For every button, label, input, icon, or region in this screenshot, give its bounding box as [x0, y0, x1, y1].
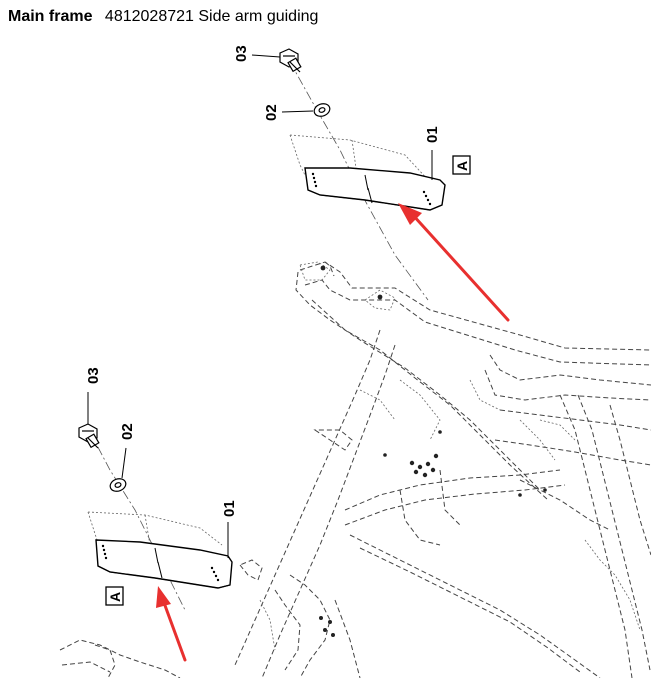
top-bolt-callout: 03: [233, 45, 250, 62]
top-plate-callout: 01: [424, 126, 441, 143]
bottom-red-arrow: [156, 586, 187, 662]
bottom-plate-callout: 01: [221, 500, 238, 517]
top-washer-callout: 02: [263, 104, 280, 121]
bottom-washer-callout: 02: [119, 423, 136, 440]
bottom-assembly: 03 02 01 A: [78, 367, 238, 611]
main-frame-outline: [59, 261, 651, 678]
bottom-bolt-callout: 03: [85, 367, 102, 384]
assembly-title: Main frame: [8, 8, 93, 25]
bottom-assembly-axis: [89, 431, 186, 611]
top-view-marker: [452, 155, 471, 175]
bottom-guide-plate: [95, 539, 233, 589]
bottom-view-label: A: [107, 592, 123, 602]
part-number: 4812028721: [104, 8, 194, 25]
bottom-washer-icon: [109, 478, 127, 492]
top-assembly: 03 02 01 A: [233, 45, 471, 301]
top-bolt-icon: [279, 48, 302, 73]
bottom-bolt-icon: [78, 423, 100, 449]
top-guide-plate: [304, 167, 446, 211]
top-washer-icon: [313, 103, 331, 117]
top-view-label: A: [454, 161, 470, 171]
bottom-view-marker: [105, 586, 124, 606]
diagram-header: Main frame 4812028721 Side arm guiding: [8, 8, 318, 26]
part-description: Side arm guiding: [198, 8, 319, 25]
top-red-arrow: [398, 203, 510, 322]
frame-holes: [319, 265, 547, 637]
